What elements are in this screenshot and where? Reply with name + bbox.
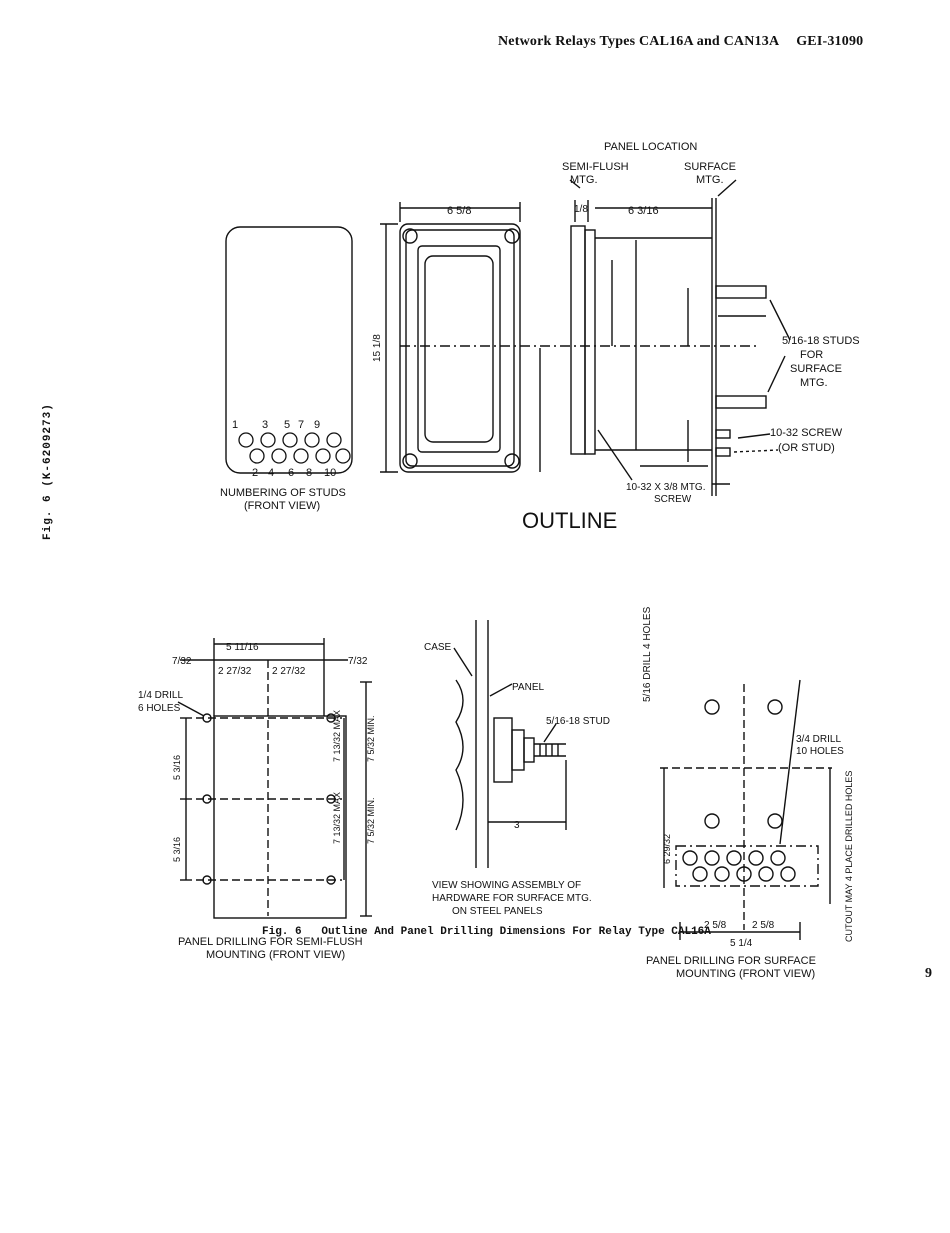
semi-flush-drilling-view bbox=[196, 660, 347, 919]
sf-dim-total: 5 11/16 bbox=[226, 642, 259, 653]
sf-dim-edge-left: 7/32 bbox=[172, 656, 192, 667]
stud-numbers-bottom-6: 6 bbox=[288, 467, 294, 479]
dim-width: 6 5/8 bbox=[447, 205, 471, 217]
semi-flush-mtg-label: MTG. bbox=[570, 174, 598, 186]
surf-dim-half-left: 2 5/8 bbox=[704, 920, 727, 931]
dim-flange: 1/8 bbox=[574, 204, 588, 215]
relay-side-view bbox=[570, 198, 767, 496]
sf-drill-note-2: 6 HOLES bbox=[138, 703, 181, 714]
numbering-caption-1: NUMBERING OF STUDS bbox=[220, 487, 346, 499]
sf-dim-edge-right: 7/32 bbox=[348, 656, 368, 667]
studs-note-1: 5/16-18 STUDS bbox=[782, 335, 860, 347]
mtg-screw-note-2: SCREW bbox=[654, 494, 692, 505]
sf-caption-2: MOUNTING (FRONT VIEW) bbox=[206, 949, 345, 961]
surf-drill10-note-2: 10 HOLES bbox=[796, 746, 844, 757]
stud-numbers-top-5: 5 bbox=[284, 419, 290, 431]
stud-numbers-top-9: 9 bbox=[314, 419, 320, 431]
figure-caption: Fig. 6 Outline And Panel Drilling Dimens… bbox=[262, 926, 711, 938]
page-number: 9 bbox=[925, 966, 932, 981]
hardware-assembly-view bbox=[455, 620, 567, 868]
hw-case-label: CASE bbox=[424, 642, 452, 653]
sf-dim-max-1: 7 13/32 MAX bbox=[332, 710, 342, 762]
screw-note-2: (OR STUD) bbox=[778, 442, 835, 454]
stud-numbers-top-1: 1 bbox=[232, 419, 238, 431]
surf-dim-total: 5 1/4 bbox=[730, 938, 753, 949]
sf-dim-vert-2: 5 3/16 bbox=[172, 837, 182, 862]
stud-numbering-view bbox=[225, 226, 353, 474]
surf-dim-tall: 6 29/32 bbox=[662, 834, 672, 864]
relay-front-flange bbox=[399, 223, 521, 473]
screw-note-1: 10-32 SCREW bbox=[770, 427, 843, 439]
outline-title: OUTLINE bbox=[522, 508, 617, 533]
surface-mtg-label: MTG. bbox=[696, 174, 724, 186]
hw-dim: 3 bbox=[514, 820, 520, 831]
stud-circles bbox=[238, 432, 351, 464]
page-header: Network Relays Types CAL16A and CAN13A G… bbox=[498, 34, 863, 50]
studs-note-2: FOR bbox=[800, 349, 823, 361]
stud-numbers-bottom-10: 10 bbox=[324, 467, 336, 479]
sf-dim-max-2: 7 13/32 MAX bbox=[332, 792, 342, 844]
sf-dim-half-right: 2 27/32 bbox=[272, 666, 306, 677]
hw-caption-3: ON STEEL PANELS bbox=[452, 906, 543, 917]
stud-numbers-bottom-8: 8 bbox=[306, 467, 312, 479]
surf-drill4-note: 5/16 DRILL 4 HOLES bbox=[642, 606, 653, 702]
mtg-screw-note-1: 10-32 X 3/8 MTG. bbox=[626, 482, 705, 493]
surf-cutout-note: CUTOUT MAY 4 PLACE DRILLED HOLES bbox=[844, 771, 854, 942]
doc-number: GEI-31090 bbox=[796, 34, 864, 49]
hw-stud-label: 5/16-18 STUD bbox=[546, 716, 610, 727]
sf-dim-min-1: 7 5/32 MIN. bbox=[366, 715, 376, 762]
studs-note-4: MTG. bbox=[800, 377, 828, 389]
surface-drilling-view bbox=[660, 684, 832, 930]
stud-numbers-bottom-4: 4 bbox=[268, 467, 274, 479]
stud-numbers-top-7: 7 bbox=[298, 419, 304, 431]
stud-numbers-bottom-2: 2 bbox=[252, 467, 258, 479]
panel-location-label: PANEL LOCATION bbox=[604, 141, 697, 153]
surf-drill10-note-1: 3/4 DRILL bbox=[796, 734, 841, 745]
surf-caption-2: MOUNTING (FRONT VIEW) bbox=[676, 968, 815, 980]
sf-caption-1: PANEL DRILLING FOR SEMI-FLUSH bbox=[178, 936, 363, 948]
dim-height: 15 1/8 bbox=[372, 334, 383, 362]
surface-label: SURFACE bbox=[684, 161, 736, 173]
sf-drill-note-1: 1/4 DRILL bbox=[138, 690, 183, 701]
dim-depth: 6 3/16 bbox=[628, 205, 659, 217]
sf-dim-vert-1: 5 3/16 bbox=[172, 755, 182, 780]
studs-note-3: SURFACE bbox=[790, 363, 842, 375]
stud-numbers-top-3: 3 bbox=[262, 419, 268, 431]
numbering-caption-2: (FRONT VIEW) bbox=[244, 500, 320, 512]
hw-panel-label: PANEL bbox=[512, 682, 544, 693]
sf-dim-min-2: 7 5/32 MIN. bbox=[366, 797, 376, 844]
sf-dim-half-left: 2 27/32 bbox=[218, 666, 252, 677]
surf-dim-half-right: 2 5/8 bbox=[752, 920, 775, 931]
relay-front-outline bbox=[225, 226, 353, 474]
hw-caption-2: HARDWARE FOR SURFACE MTG. bbox=[432, 893, 592, 904]
header-title: Network Relays Types CAL16A and CAN13A bbox=[498, 34, 779, 49]
surf-caption-1: PANEL DRILLING FOR SURFACE bbox=[646, 955, 816, 967]
semi-flush-label: SEMI-FLUSH bbox=[562, 161, 629, 173]
hw-caption-1: VIEW SHOWING ASSEMBLY OF bbox=[432, 880, 581, 891]
